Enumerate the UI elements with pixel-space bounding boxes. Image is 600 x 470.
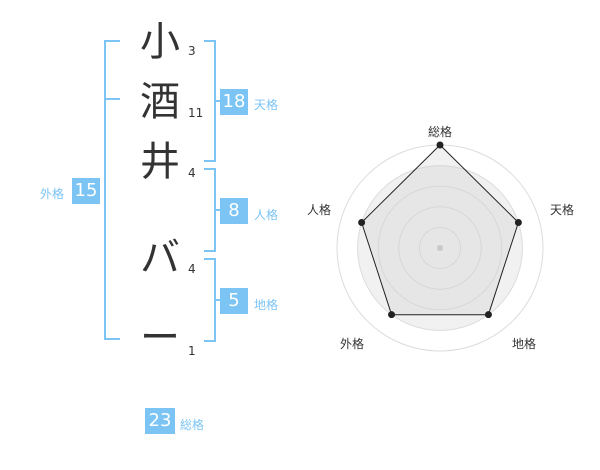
name-char-5: ー: [140, 315, 180, 361]
name-char-2: 酒: [140, 79, 180, 125]
radar-grid-ring: [357, 165, 523, 331]
radar-label-chikaku: 地格: [512, 337, 537, 351]
stroke-count-4: 4: [188, 262, 196, 276]
gaikaku-label: 外格: [40, 187, 65, 201]
jinkaku-badge: 8: [220, 198, 248, 224]
radar-data-point: [358, 219, 366, 227]
tenkaku-connector: [214, 100, 222, 102]
radar-data-polygon: [361, 144, 519, 316]
radar-label-soukaku: 総格: [428, 125, 453, 139]
stroke-count-1: 3: [188, 44, 196, 58]
stroke-count-3: 4: [188, 166, 196, 180]
soukaku-label: 総格: [180, 418, 205, 432]
radar-data-point: [484, 311, 492, 319]
stroke-count-5: 1: [188, 344, 196, 358]
name-char-1: 小: [140, 19, 180, 65]
radar-grid-ring: [418, 226, 462, 270]
radar-data-point: [436, 141, 444, 149]
chikaku-badge: 5: [220, 288, 248, 314]
gaikaku-bracket: [104, 40, 120, 340]
name-char-3: 井: [140, 139, 180, 185]
radar-grid-ring: [398, 206, 482, 290]
name-char-4: バ: [140, 235, 180, 281]
radar-center-dot: [437, 245, 443, 251]
jinkaku-label: 人格: [254, 208, 279, 222]
soukaku-badge: 23: [145, 408, 175, 434]
chikaku-connector: [214, 299, 222, 301]
radar-label-gaikaku: 外格: [340, 337, 365, 351]
radar-data-point: [388, 311, 396, 319]
tenkaku-label: 天格: [254, 98, 279, 112]
tenkaku-badge: 18: [220, 89, 248, 115]
gaikaku-badge: 15: [72, 178, 100, 204]
radar-grid-ring: [377, 185, 503, 311]
gaikaku-bracket-tick: [104, 98, 120, 100]
stroke-count-2: 11: [188, 106, 204, 120]
radar-data-point: [514, 219, 522, 227]
radar-label-jinkaku: 人格: [307, 203, 332, 217]
chikaku-label: 地格: [254, 298, 279, 312]
jinkaku-connector: [214, 209, 222, 211]
radar-label-tenkaku: 天格: [550, 203, 575, 217]
